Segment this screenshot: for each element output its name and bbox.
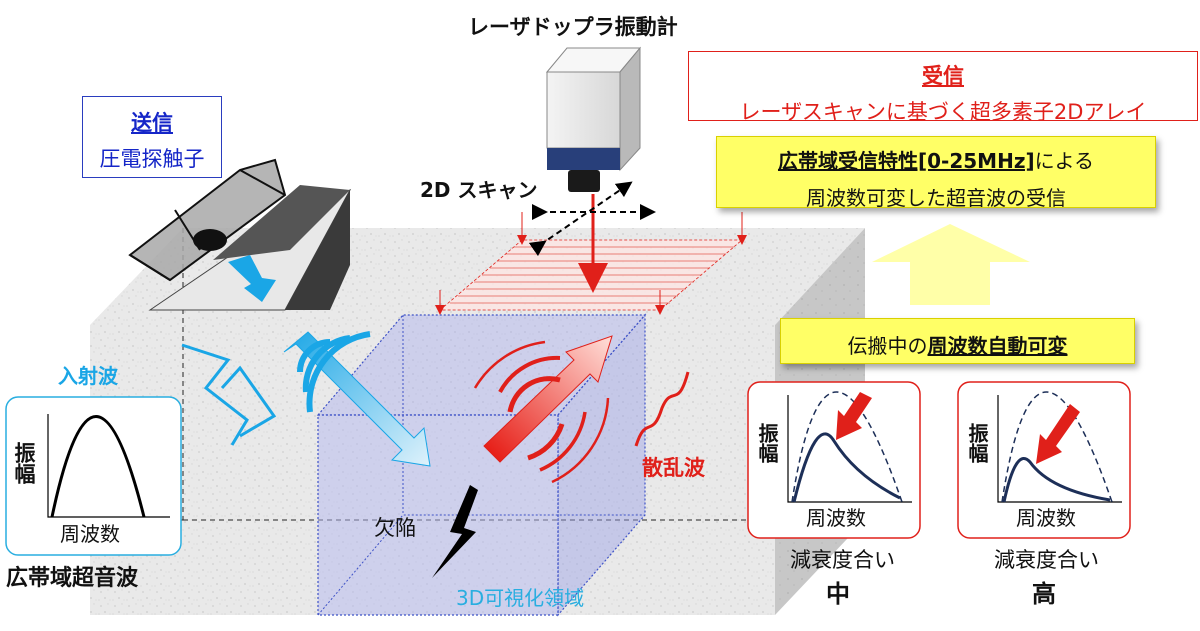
receive-text: レーザスキャンに基づく超多素子2Dアレイ <box>739 100 1147 124</box>
transducer-beam-arrow <box>228 255 276 302</box>
vibrometer-band <box>547 148 620 170</box>
scan-label: 2D スキャン <box>420 178 538 202</box>
spectrum-mid-curve <box>792 432 901 503</box>
region-hidden-edges <box>317 514 645 616</box>
spectrum-mid-ylabel: 振幅 <box>755 423 779 463</box>
scatter-wavefront-3 <box>473 340 546 389</box>
piezo-transducer <box>128 158 352 311</box>
propagation-prefix: 伝搬中の <box>847 334 928 358</box>
propagation-underlined: 周波数自動可変 <box>927 334 1068 358</box>
spectrum-right-caption: 減衰度合い <box>994 548 1099 572</box>
scan-arrow-diagonal <box>528 181 633 257</box>
spectrum-mid-axes <box>787 395 912 503</box>
spectrum-right-axes <box>997 395 1122 503</box>
spectrum-right-xlabel: 周波数 <box>1016 506 1076 530</box>
defect-crack <box>432 485 478 578</box>
receive-title: 受信 <box>922 64 964 88</box>
region-front <box>317 414 559 616</box>
scattered-arrow <box>483 335 613 463</box>
receive-box: 受信 レーザスキャンに基づく超多素子2Dアレイ <box>688 51 1198 124</box>
spectrum-mid-xlabel: 周波数 <box>806 506 866 530</box>
scatter-wavefront-4 <box>527 423 565 461</box>
spectrum-left <box>5 396 182 556</box>
spectrum-mid-level: 中 <box>826 580 850 608</box>
incident-zigzag-right <box>220 365 277 438</box>
vibrometer-lens <box>568 170 600 192</box>
defect-label: 欠陥 <box>374 516 416 540</box>
scatter-wavefront-5 <box>539 411 587 472</box>
band-line2: 周波数可変した超音波の受信 <box>806 186 1066 210</box>
wedge-side <box>285 190 350 310</box>
spectrum-left-frame <box>5 396 182 556</box>
band-rest: による <box>1034 149 1095 173</box>
incident-zigzag-left <box>181 343 249 446</box>
incident-wavefront-1 <box>297 339 331 373</box>
scattered-squiggle <box>634 371 690 447</box>
wedge-top <box>213 185 350 260</box>
spectrum-mid <box>747 381 921 539</box>
spectrum-mid-frame <box>747 381 921 539</box>
incident-wave <box>181 255 431 467</box>
vibrometer-body <box>546 71 621 149</box>
transmit-title: 送信 <box>131 111 173 135</box>
broadband-label: 広帯域超音波 <box>6 566 139 591</box>
spectrum-right <box>957 381 1131 539</box>
spectrum-left-ylabel: 振幅 <box>12 442 36 484</box>
scatter-wavefront-1 <box>507 376 561 413</box>
region-label: 3D可視化領域 <box>456 586 585 610</box>
transmit-text: 圧電探触子 <box>99 147 205 171</box>
spectrum-mid-caption: 減衰度合い <box>790 548 895 572</box>
spectrum-right-ylabel: 振幅 <box>965 423 989 463</box>
scatter-wavefront-2 <box>498 355 561 393</box>
probe-element <box>193 229 227 251</box>
spectrum-right-reference <box>1001 391 1113 503</box>
transmit-box: 送信 圧電探触子 <box>82 96 222 178</box>
spectrum-mid-reference <box>791 391 903 503</box>
scattered-label: 散乱波 <box>642 456 705 480</box>
scattered-wave <box>473 335 690 484</box>
vibrometer-label: レーザドップラ振動計 <box>468 15 678 39</box>
incident-wavefront-3 <box>306 331 371 413</box>
visualization-region-3d <box>316 313 647 617</box>
laser-doppler-vibrometer <box>528 46 656 293</box>
up-arrow <box>872 224 1030 305</box>
incident-wavefront-2 <box>302 335 351 393</box>
scatter-wavefront-6 <box>551 397 610 484</box>
spectrum-left-xlabel: 周波数 <box>60 522 120 546</box>
band-underlined: 広帯域受信特性[0-25MHz] <box>777 149 1035 173</box>
spectrum-left-curve <box>50 415 146 518</box>
spectrum-left-axes <box>47 414 170 518</box>
band-box: 広帯域受信特性[0-25MHz]による 周波数可変した超音波の受信 <box>716 136 1156 210</box>
spectrum-right-arrow <box>1036 404 1080 464</box>
spectrum-mid-arrow <box>836 392 872 440</box>
spectrum-right-level: 高 <box>1032 580 1056 608</box>
spectrum-right-curve <box>1002 457 1111 503</box>
propagation-box: 伝搬中の周波数自動可変 <box>780 318 1135 364</box>
incident-label: 入射波 <box>58 364 118 388</box>
